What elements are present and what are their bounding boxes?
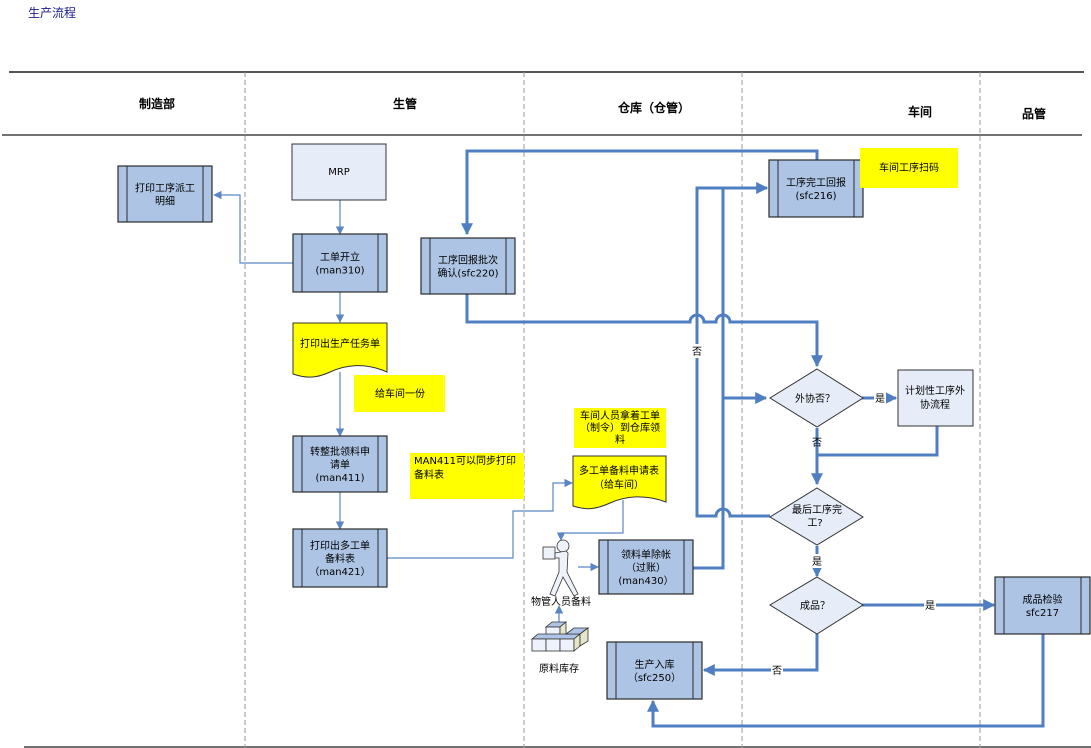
decision-finished-label: 成品？ bbox=[800, 600, 830, 612]
node-print-multi-label: 打印出多工单 bbox=[310, 539, 370, 552]
edge-wo-to-dispatch[interactable] bbox=[213, 190, 293, 264]
inventory-icon bbox=[530, 621, 590, 652]
note-man411-text: MAN411可以同步打印 bbox=[414, 454, 516, 467]
node-qc[interactable]: 成品检验 sfc217 bbox=[994, 576, 1091, 635]
doc-print-task-label: 打印出生产任务单 bbox=[300, 337, 380, 350]
decision-last-op[interactable]: 最后工序完 工? bbox=[769, 487, 864, 546]
node-writeoff-label: (man430） bbox=[618, 575, 673, 587]
edge-printmulti-to-reqdoc[interactable] bbox=[387, 478, 573, 559]
node-qc-label: sfc217 bbox=[1026, 608, 1059, 619]
edge-complete-to-confirm[interactable] bbox=[461, 149, 819, 236]
node-transfer-req-label: (man411) bbox=[315, 473, 364, 484]
doc-print-task[interactable]: 打印出生产任务单 bbox=[292, 322, 388, 378]
edge-label-yes-last: 是 bbox=[812, 556, 822, 568]
node-op-complete-label: (sfc216) bbox=[795, 191, 836, 202]
node-writeoff-label: （过账） bbox=[626, 561, 666, 574]
node-outsourcing-flow-label: 协流程 bbox=[920, 398, 950, 411]
doc-multi-req-label: 多工单备料申请表 bbox=[579, 464, 659, 477]
node-print-multi-label: 备料表 bbox=[325, 552, 355, 565]
node-print-multi-label: （man421） bbox=[309, 566, 370, 578]
node-mrp-label: MRP bbox=[328, 167, 350, 178]
note-give-workshop: 给车间一份 bbox=[354, 375, 445, 412]
node-transfer-req-label: 请单 bbox=[330, 458, 350, 471]
edge-finished-no[interactable] bbox=[702, 634, 819, 676]
node-outsourcing-flow-label: 计划性工序外 bbox=[905, 384, 965, 397]
note-man411: MAN411可以同步打印 备料表 bbox=[410, 453, 524, 499]
edge-qc-to-warehouse[interactable] bbox=[647, 634, 1045, 728]
edge-label-no-left: 否 bbox=[692, 346, 702, 358]
note-workshop-staff-text: 料 bbox=[615, 433, 625, 446]
edge-label-yes-outsourcing: 是 bbox=[875, 393, 885, 405]
node-print-dispatch-label: 打印工序派工 bbox=[135, 182, 195, 195]
note-workshop-staff-text: （制令）到仓库领 bbox=[580, 421, 660, 434]
decision-outsourcing-label: 外协否？ bbox=[795, 392, 835, 405]
doc-multi-req[interactable]: 多工单备料申请表 （给车间） bbox=[572, 455, 667, 510]
node-confirm-batch-label: 确认(sfc220) bbox=[437, 267, 498, 280]
edge-label-yes-finished: 是 bbox=[925, 600, 935, 612]
decision-finished[interactable]: 成品？ bbox=[769, 576, 864, 635]
note-workshop-staff: 车间人员拿着工单 （制令）到仓库领 料 bbox=[574, 408, 666, 448]
node-confirm-batch-label: 工序回报批次 bbox=[438, 254, 498, 267]
node-op-complete-label: 工序完工回报 bbox=[786, 176, 846, 189]
edge-confirm-to-outsourcing[interactable] bbox=[465, 294, 823, 368]
lane-label-chejian: 车间 bbox=[908, 104, 932, 119]
node-writeoff[interactable]: 领料单除帐（过账）(man430） bbox=[598, 539, 694, 595]
note-scan-code-text: 车间工序扫码 bbox=[879, 161, 939, 174]
lane-label-pinguan: 品管 bbox=[1022, 106, 1046, 121]
edge-writeoff-to-complete[interactable] bbox=[693, 188, 725, 570]
node-writeoff-label: 领料单除帐 bbox=[621, 548, 671, 561]
lane-dividers bbox=[244, 72, 981, 748]
note-man411-text: 备料表 bbox=[414, 468, 444, 481]
node-mrp[interactable]: MRP bbox=[291, 143, 387, 201]
node-outsourcing-flow[interactable]: 计划性工序外 协流程 bbox=[897, 369, 974, 427]
node-qc-label: 成品检验 bbox=[1023, 593, 1063, 606]
edge-reqdoc-to-staff[interactable] bbox=[556, 500, 624, 541]
node-warehouse-in[interactable]: 生产入库（sfc250） bbox=[606, 641, 703, 700]
node-op-complete[interactable]: 工序完工回报 (sfc216) bbox=[768, 159, 864, 218]
node-print-dispatch-label: 明细 bbox=[155, 195, 175, 208]
edge-label-no-finished: 否 bbox=[772, 665, 782, 677]
page-title: 生产流程 bbox=[28, 6, 77, 20]
node-wo-create[interactable]: 工单开立 (man310) bbox=[292, 233, 388, 293]
doc-multi-req-label: （给车间） bbox=[594, 478, 644, 491]
actor-label: 物管人员备料 bbox=[531, 595, 591, 608]
edge-lastop-no-to-complete[interactable] bbox=[695, 182, 770, 518]
node-warehouse-in-label: 生产入库 bbox=[635, 658, 675, 671]
person-icon bbox=[542, 539, 579, 597]
node-wo-create-label: (man310) bbox=[315, 266, 364, 277]
edge-label-no-outsourcing: 否 bbox=[812, 437, 822, 449]
decision-outsourcing[interactable]: 外协否？ bbox=[769, 368, 864, 428]
lane-label-zhizaobu: 制造部 bbox=[139, 96, 175, 111]
note-workshop-staff-text: 车间人员拿着工单 bbox=[580, 409, 660, 422]
decision-last-op-label: 工? bbox=[807, 518, 822, 529]
node-warehouse-in-label: （sfc250） bbox=[628, 672, 681, 684]
node-wo-create-label: 工单开立 bbox=[320, 251, 360, 264]
inventory-label: 原料库存 bbox=[539, 662, 579, 675]
note-scan-code: 车间工序扫码 bbox=[860, 148, 958, 188]
note-give-workshop-text: 给车间一份 bbox=[375, 387, 425, 400]
lane-label-cangku: 仓库（仓管） bbox=[617, 100, 690, 115]
node-transfer-req-label: 转整批领料申 bbox=[310, 445, 370, 458]
lane-label-shengguan: 生管 bbox=[393, 96, 417, 111]
edge-outflow-to-lastop[interactable] bbox=[817, 426, 939, 457]
decision-last-op-label: 最后工序完 bbox=[792, 503, 842, 516]
